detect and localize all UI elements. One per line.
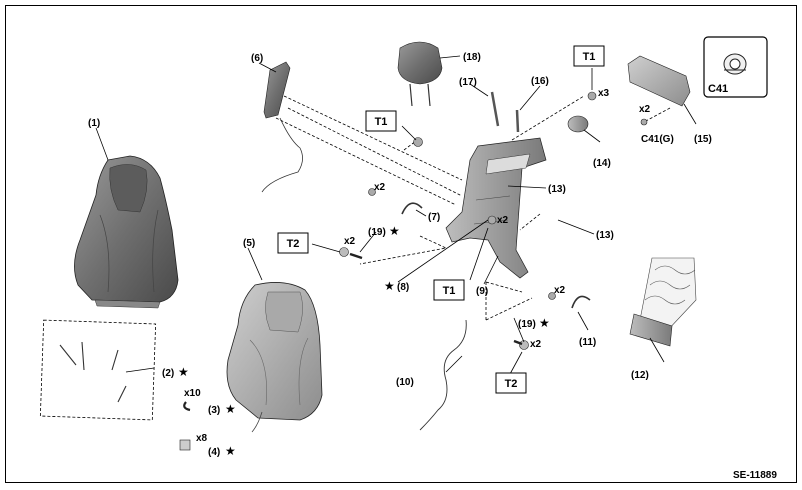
callout-18: (18)	[463, 52, 481, 63]
callout-1: (1)	[88, 118, 100, 129]
torque-box-t1-top-frame	[573, 45, 605, 67]
qty-x10: x10	[184, 388, 201, 399]
qty-x3: x3	[598, 88, 610, 99]
back-board	[627, 55, 691, 107]
callout-13a: (13)	[548, 184, 566, 195]
torque-t1-bottom: T1	[443, 285, 456, 297]
hook-right	[571, 295, 591, 309]
torque-t2-left: T2	[287, 238, 300, 250]
callout-14: (14)	[593, 158, 611, 169]
qty-x8: x8	[196, 433, 208, 444]
headrest	[397, 41, 443, 107]
headrest-guides	[490, 91, 520, 133]
torque-t1-mid: T1	[375, 116, 388, 128]
callout-19b: (19)	[518, 319, 536, 330]
cushion-spring-frame	[629, 257, 697, 347]
callout-16: (16)	[531, 76, 549, 87]
inset-label: C41	[708, 83, 728, 95]
clip-c41-icon	[723, 53, 747, 75]
seat-back-pad	[226, 282, 323, 433]
qty-x2-t2-right: x2	[530, 339, 542, 350]
seat-back-cover	[74, 155, 179, 309]
qty-x2-bolt-left: x2	[374, 182, 386, 193]
torque-box-t2-left-frame	[277, 232, 309, 254]
callout-12: (12)	[631, 370, 649, 381]
callout-11: (11)	[579, 337, 596, 348]
torque-box-t2-right-frame	[495, 372, 527, 394]
guide-lines-airbag	[275, 95, 463, 206]
torque-t2-right: T2	[505, 378, 518, 390]
torque-box-t1-mid-frame	[365, 110, 397, 132]
torque-box-t1-bottom-frame	[433, 279, 465, 301]
star-19b: ★	[539, 316, 550, 330]
qty-x2-bolt-right: x2	[554, 285, 566, 296]
callout-6: (6)	[251, 53, 263, 64]
callout-9: (9)	[476, 286, 488, 297]
leader-lines	[95, 55, 697, 375]
callout-4: (4)	[208, 447, 220, 458]
dashed-box-wires	[39, 319, 157, 421]
figure-code: SE-11889	[733, 470, 777, 481]
callout-13b: (13)	[596, 230, 614, 241]
dashed-guide-top	[511, 95, 585, 231]
callout-15: (15)	[694, 134, 712, 145]
callout-10: (10)	[396, 377, 414, 388]
star-3: ★	[225, 402, 236, 416]
callout-7: (7)	[428, 212, 440, 223]
wire-set	[59, 341, 127, 403]
side-airbag	[261, 61, 303, 193]
callout-19a: (19)	[368, 227, 386, 238]
dashed-guide-right	[485, 281, 533, 321]
torque-t1-top: T1	[583, 51, 596, 63]
star-2: ★	[178, 365, 189, 379]
star-19a: ★	[389, 224, 400, 238]
fasteners	[179, 91, 648, 451]
callout-5: (5)	[243, 238, 255, 249]
qty-x2-clip: x2	[639, 104, 651, 115]
callout-3: (3)	[208, 405, 220, 416]
star-4: ★	[225, 444, 236, 458]
wire-harness	[419, 319, 467, 431]
clip-code: C41(G)	[641, 134, 674, 145]
callout-8: (8)	[397, 282, 409, 293]
hook-left	[401, 202, 423, 215]
callout-17: (17)	[459, 77, 477, 88]
callout-2: (2)	[162, 368, 174, 379]
seat-back-frame	[445, 137, 547, 279]
qty-x2-nut: x2	[497, 215, 509, 226]
dashed-guide-left	[359, 137, 448, 265]
lumbar-unit	[567, 115, 589, 133]
qty-x2-bolt-t2: x2	[344, 236, 356, 247]
star-8: ★	[384, 279, 395, 293]
